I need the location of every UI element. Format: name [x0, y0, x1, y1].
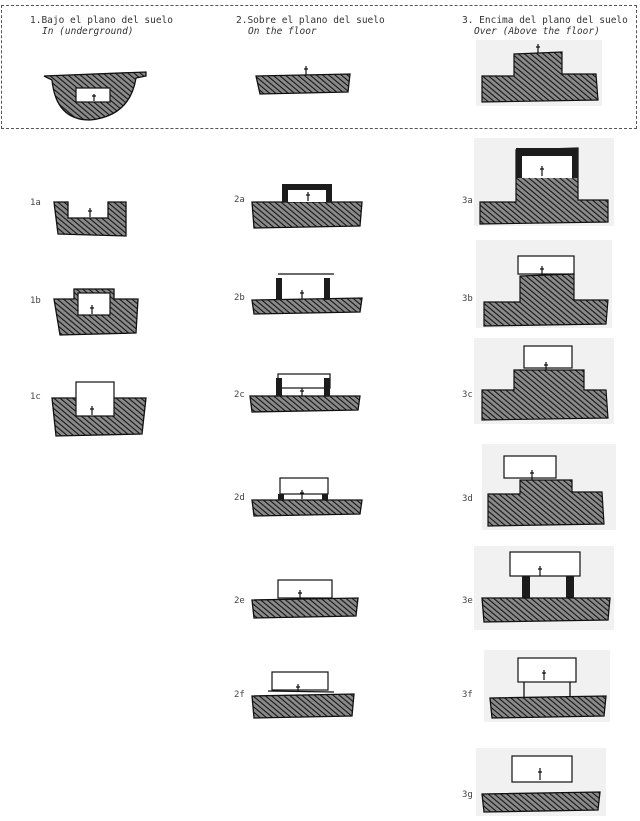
label-2d: 2d: [234, 493, 245, 503]
sketch-3e: [474, 546, 614, 630]
label-1a: 1a: [30, 198, 41, 208]
label-3d: 3d: [462, 494, 473, 504]
sketch-2f: [251, 671, 355, 719]
label-3c: 3c: [462, 390, 473, 400]
header-frame: [1, 5, 637, 129]
sketch-2a: [251, 184, 363, 229]
label-3f: 3f: [462, 690, 473, 700]
header-col2-es: 2.Sobre el plano del suelo: [236, 15, 385, 26]
label-3e: 3e: [462, 596, 473, 606]
sketch-2e: [251, 579, 359, 619]
header-col2: 2.Sobre el plano del suelo On the floor: [236, 15, 385, 37]
header-col1: 1.Bajo el plano del suelo In (undergroun…: [30, 15, 173, 37]
label-2f: 2f: [234, 690, 245, 700]
sketch-2b: [251, 273, 363, 315]
header-col1-en: In (underground): [42, 26, 134, 37]
header-col3-en: Over (Above the floor): [474, 26, 600, 37]
sketch-2c: [249, 373, 361, 413]
label-3g: 3g: [462, 790, 473, 800]
sketch-3g: [476, 748, 606, 816]
sketch-3c: [474, 338, 614, 424]
header-col2-en: On the floor: [248, 26, 317, 37]
label-2b: 2b: [234, 293, 245, 303]
label-2c: 2c: [234, 390, 245, 400]
label-2e: 2e: [234, 596, 245, 606]
sketch-3b: [476, 240, 612, 328]
label-1b: 1b: [30, 296, 41, 306]
label-3a: 3a: [462, 196, 473, 206]
header-col1-es: 1.Bajo el plano del suelo: [30, 15, 173, 26]
sketch-header-underground: [43, 71, 147, 121]
sketch-1b: [53, 288, 139, 336]
label-3b: 3b: [462, 294, 473, 304]
sketch-2d: [251, 477, 363, 517]
header-col3: 3. Encima del plano del suelo Over (Abov…: [462, 15, 628, 37]
label-2a: 2a: [234, 195, 245, 205]
sketch-3d: [482, 444, 616, 530]
label-1c: 1c: [30, 392, 41, 402]
sketch-header-on-floor: [255, 66, 351, 95]
sketch-1a: [53, 201, 127, 237]
header-col3-es: 3. Encima del plano del suelo: [462, 15, 628, 26]
sketch-3a: [474, 138, 614, 226]
sketch-header-above: [476, 40, 602, 106]
sketch-3f: [484, 650, 610, 722]
sketch-1c: [51, 381, 147, 437]
